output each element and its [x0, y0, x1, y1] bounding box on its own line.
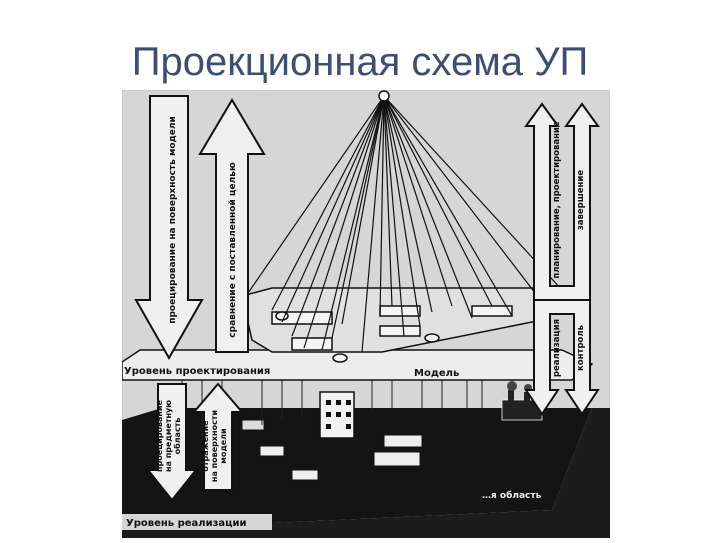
lower-arrow-a-line1: проецирование [155, 399, 164, 472]
lower-arrow-b-line3: модели [219, 428, 228, 463]
lower-arrow-b-line2: на поверхности [210, 410, 219, 482]
building-low-5 [241, 419, 265, 431]
lower-arrow-a-line3: область [172, 418, 182, 455]
projection-cone [245, 95, 563, 353]
realization-label: реализация [552, 319, 562, 377]
lower-left-down-arrow: проецирование на предметную область [145, 383, 199, 502]
completion-label: завершение [576, 170, 586, 231]
slide-title: Проекционная схема УП [131, 40, 589, 84]
implementation-ground [122, 408, 592, 530]
city-buildings [241, 381, 543, 481]
building-low-2 [373, 451, 421, 467]
control-label: контроль [576, 325, 586, 371]
left-down-arrow: проецирование на поверхность модели [134, 95, 204, 361]
design-level-plane [121, 349, 594, 381]
right-lower-arrow: реализация контроль [524, 299, 600, 416]
subject-area-label: …я область [482, 490, 542, 501]
implementation-plane [122, 408, 610, 538]
building-low-3 [259, 445, 285, 457]
building-low-1 [383, 434, 423, 448]
building-low-4 [291, 469, 319, 481]
lower-arrow-a-line2: на предметную [164, 400, 173, 472]
model-plane [241, 287, 564, 353]
design-level-label: Уровень проектирования [124, 366, 270, 377]
left-up-arrow-label: сравнение с поставленной целью [228, 162, 238, 338]
model-elements [271, 305, 513, 363]
left-up-arrow: сравнение с поставленной целью [198, 98, 266, 353]
projection-apex [378, 90, 390, 102]
planning-label: планирование, проектирование [552, 121, 562, 279]
lower-left-up-arrow: отражение на поверхности модели [191, 382, 245, 491]
projection-scheme-diagram: проецирование на поверхность модели срав… [121, 89, 611, 539]
model-label: Модель [414, 368, 459, 379]
lower-arrow-b-line1: отражение [201, 420, 210, 472]
implementation-level-label: Уровень реализации [126, 518, 247, 529]
left-down-arrow-label: проецирование на поверхность модели [168, 116, 178, 324]
right-upper-arrow: планирование, проектирование завершение [524, 102, 600, 301]
